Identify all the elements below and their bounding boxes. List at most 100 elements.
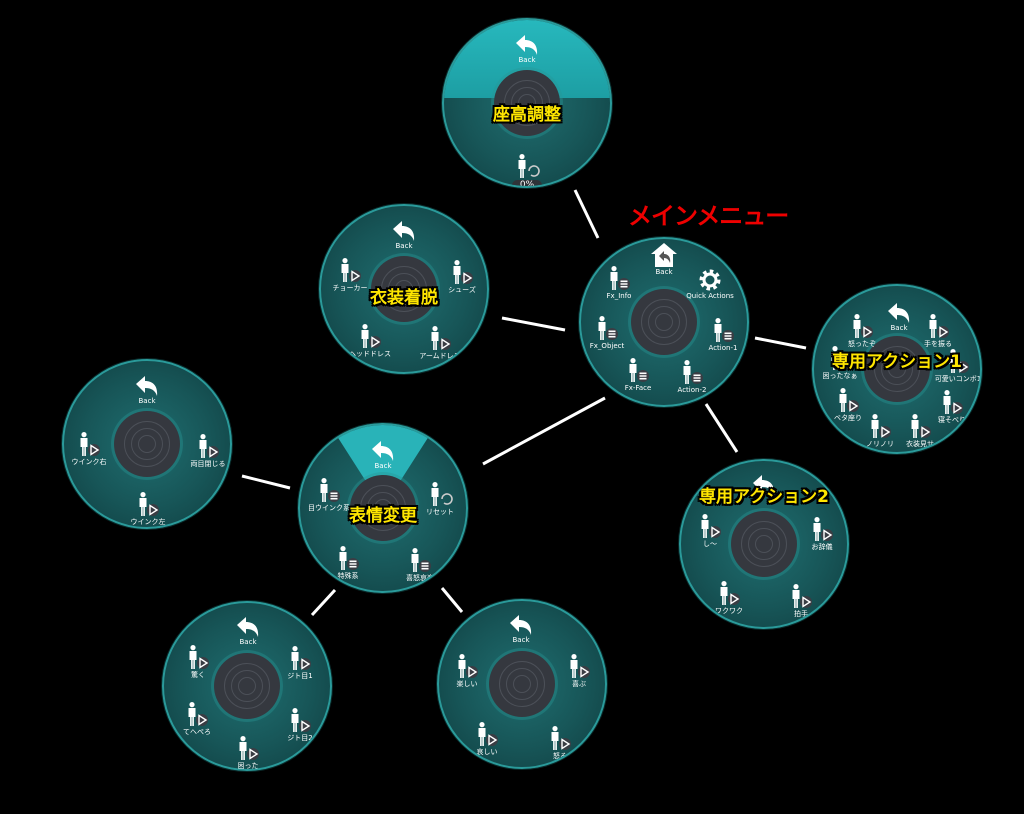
menu-item-entry[interactable]: お辞儀 (787, 515, 847, 551)
menu-item-entry[interactable]: リセット (405, 480, 466, 516)
menu-item-label: Fx-Face (624, 384, 652, 392)
menu-item-label: 特殊系 (337, 572, 359, 580)
menu-item-label: 寝そべり (938, 416, 966, 424)
person-list-icon (385, 546, 455, 574)
menu-item-back[interactable]: Back (492, 34, 562, 64)
person-play-icon (681, 512, 745, 540)
person-reset-icon (492, 152, 562, 180)
menu-item-label: 衣装見せ (906, 440, 934, 448)
center-ring (874, 346, 920, 392)
menu-item-entry[interactable]: 怒る (525, 724, 595, 760)
menu-item-entry[interactable]: 喜怒哀楽 (385, 546, 455, 582)
center-ring (360, 485, 406, 531)
menu-item-label: 困ったなぁ (822, 372, 858, 380)
person-play-icon (439, 652, 502, 680)
menu-item-entry[interactable]: 可愛いコンボ1 (923, 347, 982, 383)
person-play-icon (885, 412, 955, 440)
menu-item-entry[interactable]: ノリノリ (845, 412, 915, 448)
menu-item-entry[interactable]: Quick Actions (675, 268, 745, 300)
menu-item-entry[interactable]: 哀しい (452, 720, 522, 756)
radial-menu-action2: お辞儀拍手ワクワクし〜専用アクション2 (679, 459, 849, 629)
center-ring (388, 273, 420, 305)
person-list-icon (657, 358, 727, 386)
menu-item-label: 哀しい (476, 748, 498, 756)
menu-item-entry[interactable]: 両目閉じる (173, 432, 230, 468)
menu-item-label: Back (374, 462, 392, 470)
menu-item-entry[interactable]: ヘッドドレス (335, 322, 405, 358)
menu-item-entry[interactable]: アームドレス (405, 324, 475, 360)
menu-item-entry[interactable]: 寝そべり (917, 388, 980, 424)
menu-item-entry[interactable]: 特殊系 (313, 544, 383, 580)
menu-item-entry[interactable]: シューズ (427, 258, 487, 294)
menu-item[interactable] (729, 474, 799, 496)
center-ring (511, 87, 543, 119)
center-ring (124, 421, 170, 467)
menu-item-back[interactable]: Back (348, 440, 418, 470)
menu-item-entry[interactable]: 困ったなぁ (814, 344, 875, 380)
menu-item-entry[interactable]: 怒ったぞ (827, 312, 897, 348)
menu-item-back[interactable]: Back (112, 375, 182, 405)
menu-item-entry[interactable]: 喜ぶ (544, 652, 605, 688)
connector-line (704, 403, 739, 453)
menu-item-label: ジト目2 (287, 734, 313, 742)
center-ring (648, 306, 680, 338)
menu-item-entry[interactable]: し〜 (681, 512, 745, 548)
gear-icon (675, 268, 745, 292)
menu-item-label: 喜ぶ (572, 680, 586, 688)
menu-item-label: 手を振る (924, 340, 952, 348)
person-play-icon (265, 706, 330, 734)
menu-item-entry[interactable]: Action-1 (688, 316, 747, 352)
menu-item-entry[interactable]: ベタ座り (814, 386, 883, 422)
center-ring (518, 94, 536, 112)
menu-item-entry[interactable]: Fx_Info (584, 264, 654, 300)
menu-item-entry[interactable]: 困った (213, 734, 283, 769)
menu-item-label: Back (890, 324, 908, 332)
menu-item-label: 可愛いコンボ1 (934, 375, 982, 383)
menu-item-entry[interactable]: Action-2 (657, 358, 727, 394)
menu-item-entry[interactable]: チョーカー (321, 256, 385, 292)
person-play-icon (335, 322, 405, 350)
menu-item-entry[interactable]: 拍手 (766, 582, 836, 618)
menu-item-entry[interactable]: 0%座高調整 (492, 152, 562, 186)
radial-menu-wink: Back 両目閉じるウインク左 ウインク右 (62, 359, 232, 529)
person-play-icon (265, 644, 330, 672)
menu-item-back[interactable]: Back (213, 616, 283, 646)
menu-item-entry[interactable]: てへぺろ (164, 700, 232, 736)
menu-item-entry[interactable]: 目ウインク系 (300, 476, 364, 512)
menu-item-back[interactable]: Back (486, 614, 556, 644)
menu-item-label: てへぺろ (183, 728, 211, 736)
back-arrow-icon (864, 302, 934, 324)
menu-item-entry[interactable]: 手を振る (903, 312, 973, 348)
center-ring (381, 266, 427, 312)
menu-item-back[interactable]: Back (629, 242, 699, 276)
menu-item-entry[interactable]: ワクワク (694, 579, 764, 615)
menu-item-entry[interactable]: ジト目1 (265, 644, 330, 680)
menu-item-label: 楽しい (456, 680, 478, 688)
center-ring (367, 492, 399, 524)
person-list-icon (688, 316, 747, 344)
menu-item-entry[interactable]: Fx-Face (603, 356, 673, 392)
menu-item-label: お辞儀 (811, 543, 833, 551)
menu-item-entry[interactable]: 衣装見せ (885, 412, 955, 448)
center-ring (131, 428, 163, 460)
menu-item-back[interactable]: Back (864, 302, 934, 332)
person-play-icon (405, 324, 475, 352)
center-ring (224, 663, 270, 709)
menu-item-entry[interactable]: 楽しい (439, 652, 502, 688)
menu-item-entry[interactable]: Fx_Object (581, 314, 642, 350)
center-ring (513, 675, 531, 693)
menu-item-entry[interactable]: ジト目2 (265, 706, 330, 742)
person-play-icon (814, 344, 875, 372)
menu-item-entry[interactable]: ウインク右 (64, 430, 124, 466)
menu-item-back[interactable]: Back (369, 220, 439, 250)
menu-item-entry[interactable]: 驚く (164, 643, 233, 679)
person-play-icon (766, 582, 836, 610)
center-ring (231, 670, 263, 702)
menu-item-label: ノリノリ (866, 440, 894, 448)
center-ring (755, 535, 773, 553)
connector-line (482, 396, 606, 466)
person-list-icon (313, 544, 383, 572)
person-play-icon (525, 724, 595, 752)
menu-item-entry[interactable]: ウインク左 (113, 490, 183, 526)
